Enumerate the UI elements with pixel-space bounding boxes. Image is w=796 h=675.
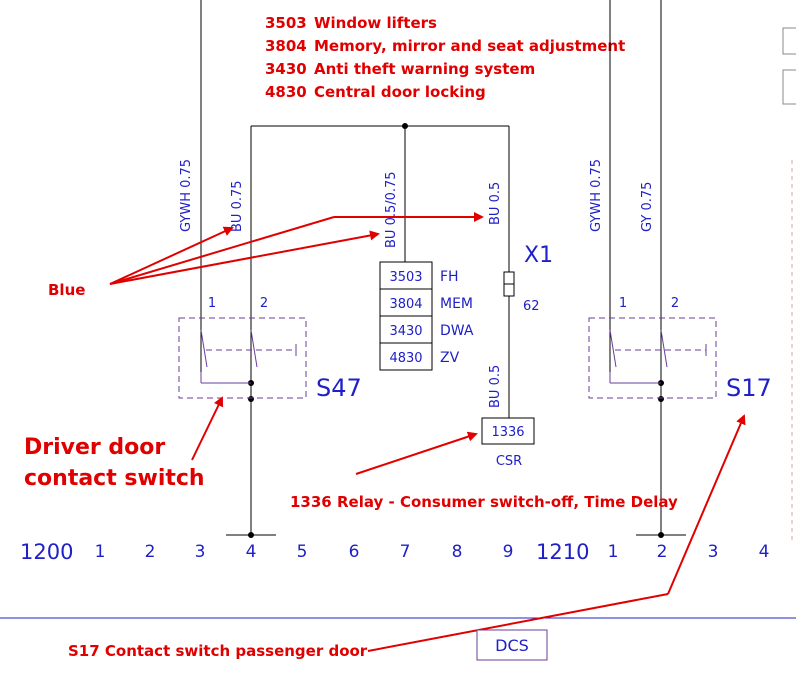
wire-label-bu-left: BU 0.75 <box>230 180 245 232</box>
arrow-s17 <box>667 414 746 595</box>
switch-s17: 1 2 S17 <box>588 296 772 402</box>
switch-s17-pin1: 1 <box>619 296 627 311</box>
annotation-arrows <box>109 212 746 652</box>
legend-text-2: Memory, mirror and seat adjustment <box>314 37 625 55</box>
connector-abbr-3: DWA <box>440 323 474 339</box>
grid-right-col: 2 <box>657 542 668 562</box>
switch-s17-box <box>588 317 717 399</box>
grid-right-col: 3 <box>708 542 719 562</box>
grid-left-col: 3 <box>195 542 206 562</box>
switch-s47: 1 2 S47 <box>178 296 362 402</box>
legend-text-4: Central door locking <box>314 83 486 101</box>
grid-left-col: 2 <box>145 542 156 562</box>
wire-labels: GYWH 0.75 BU 0.75 BU 0.5/0.75 BU 0.5 BU … <box>179 159 655 408</box>
wire-label-gywh-left: GYWH 0.75 <box>179 159 194 232</box>
junction-dot <box>658 532 664 538</box>
legend: 3503 Window lifters 3804 Memory, mirror … <box>265 14 625 101</box>
grid-left-col: 5 <box>297 542 308 562</box>
switch-s47-pin1: 1 <box>208 296 216 311</box>
arrow-blue-to-center-wire <box>109 230 380 285</box>
connector-code-2: 3804 <box>389 297 422 312</box>
connector-code-4: 4830 <box>389 351 422 366</box>
grid-left-label: 1200 <box>20 540 73 564</box>
legend-text-1: Window lifters <box>314 14 437 32</box>
grid-left-col: 8 <box>452 542 463 562</box>
legend-code-4: 4830 <box>265 83 307 101</box>
connector-x1-pin: 62 <box>523 299 540 314</box>
relay-1336: 1336 CSR <box>481 417 535 469</box>
footer-dcs-label: DCS <box>495 636 529 655</box>
annotation-driver-line2: contact switch <box>24 466 205 491</box>
wire-label-gy-right: GY 0.75 <box>640 182 655 232</box>
legend-text-3: Anti theft warning system <box>314 60 535 78</box>
grid-left-col: 6 <box>349 542 360 562</box>
junction-dot <box>658 396 664 402</box>
grid-right-col: 4 <box>759 542 770 562</box>
edge-box <box>782 27 796 55</box>
switch-s47-pin2: 2 <box>260 296 268 311</box>
edge-box <box>782 69 796 105</box>
grid-left-col: 9 <box>503 542 514 562</box>
connector-abbr-1: FH <box>440 269 459 285</box>
wire-label-bu-center: BU 0.5/0.75 <box>384 171 399 248</box>
grid-right-label: 1210 <box>536 540 589 564</box>
annotation-driver-line1: Driver door <box>24 435 165 460</box>
right-edge-fragments <box>782 27 796 540</box>
grid-left-col: 4 <box>246 542 257 562</box>
annotation-relay-note: 1336 Relay - Consumer switch-off, Time D… <box>290 493 678 511</box>
junction-dot <box>248 532 254 538</box>
connector-abbr-4: ZV <box>440 350 460 366</box>
connector-x1-name: X1 <box>524 243 553 268</box>
arrow-blue-segment <box>109 216 335 285</box>
switch-s17-pin2: 2 <box>671 296 679 311</box>
relay-code: 1336 <box>491 425 524 440</box>
wire-label-bu-x1-top: BU 0.5 <box>488 182 503 225</box>
relay-label: CSR <box>496 454 522 469</box>
grid-numbers: 1200 1 2 3 4 5 6 7 8 9 1210 1 2 3 4 <box>20 540 769 564</box>
annotation-blue: Blue <box>48 281 85 299</box>
footer-dcs-box <box>476 629 548 661</box>
connector-table: 3503 3804 3430 4830 FH MEM DWA ZV <box>379 261 474 371</box>
arrow-relay <box>355 431 478 475</box>
connector-abbr-2: MEM <box>440 296 473 312</box>
switch-s47-name: S47 <box>316 374 362 402</box>
arrow-s17-segment <box>367 593 669 652</box>
switch-s47-box <box>178 317 307 399</box>
legend-code-1: 3503 <box>265 14 307 32</box>
legend-code-2: 3804 <box>265 37 307 55</box>
connector-code-1: 3503 <box>389 270 422 285</box>
grid-left-col: 7 <box>400 542 411 562</box>
arrow-driver-door <box>191 396 224 461</box>
grid-right-col: 1 <box>608 542 619 562</box>
connector-code-3: 3430 <box>389 324 422 339</box>
legend-code-3: 3430 <box>265 60 307 78</box>
annotation-s17-note: S17 Contact switch passenger door <box>68 642 368 660</box>
junction-dot <box>248 396 254 402</box>
wire-label-gywh-right: GYWH 0.75 <box>589 159 604 232</box>
arrow-blue-to-left-wire <box>109 226 234 285</box>
junction-dot <box>402 123 408 129</box>
grid-left-col: 1 <box>95 542 106 562</box>
switch-s17-name: S17 <box>726 374 772 402</box>
connector-x1: X1 62 <box>503 243 553 314</box>
footer-dcs: DCS <box>476 629 548 661</box>
relay-box <box>481 417 535 445</box>
wire-label-bu-x1-bottom: BU 0.5 <box>488 365 503 408</box>
